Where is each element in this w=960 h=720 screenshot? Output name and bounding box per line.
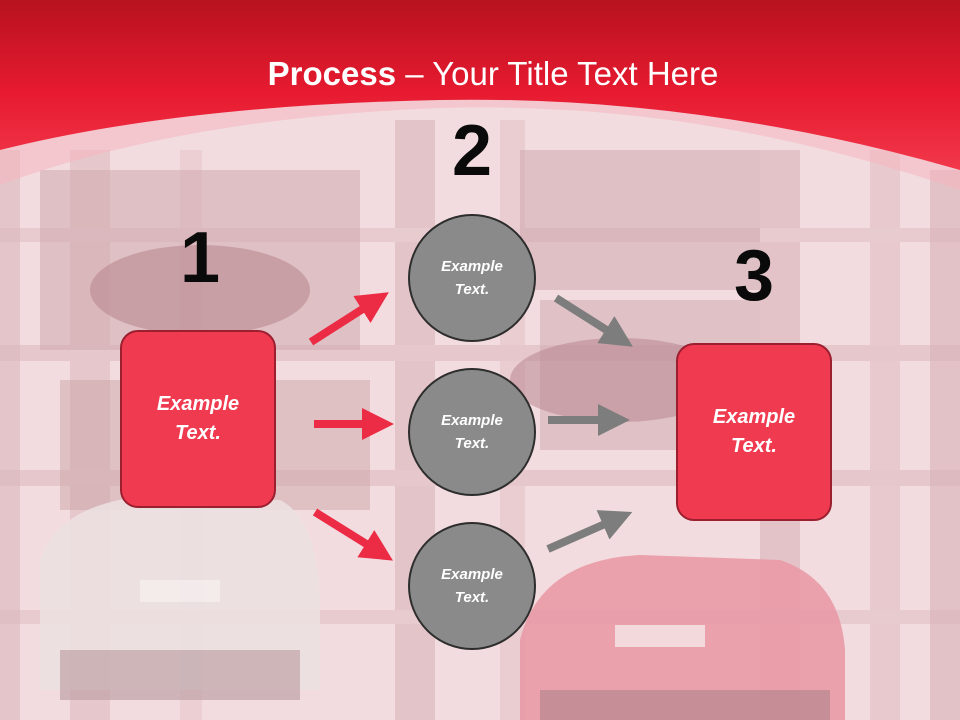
slide-title: Process – Your Title Text Here (0, 52, 960, 96)
grey-arrow-up (546, 510, 633, 553)
step-box-1: Example Text. (120, 330, 276, 508)
step-box-3-label: Example Text. (712, 406, 796, 457)
step-number-3: 3 (733, 236, 775, 316)
circle-middle-label: Example Text. (441, 412, 503, 452)
step-box-1-label: Example Text. (156, 393, 240, 444)
step-number-2: 2 (451, 111, 493, 191)
circle-bottom-label: Example Text. (441, 566, 503, 606)
header-banner (0, 0, 960, 190)
title-rest: – Your Title Text Here (396, 55, 719, 92)
red-arrow-up (308, 292, 389, 346)
step-number-1: 1 (179, 218, 221, 298)
red-arrow-down (312, 508, 393, 561)
circle-top: Example Text. (408, 214, 536, 342)
circle-bottom: Example Text. (408, 522, 536, 650)
title-bold: Process (267, 55, 397, 92)
grey-arrow-down (553, 294, 633, 347)
circle-middle: Example Text. (408, 368, 536, 496)
circle-top-label: Example Text. (441, 258, 503, 298)
step-box-3: Example Text. (676, 343, 832, 521)
